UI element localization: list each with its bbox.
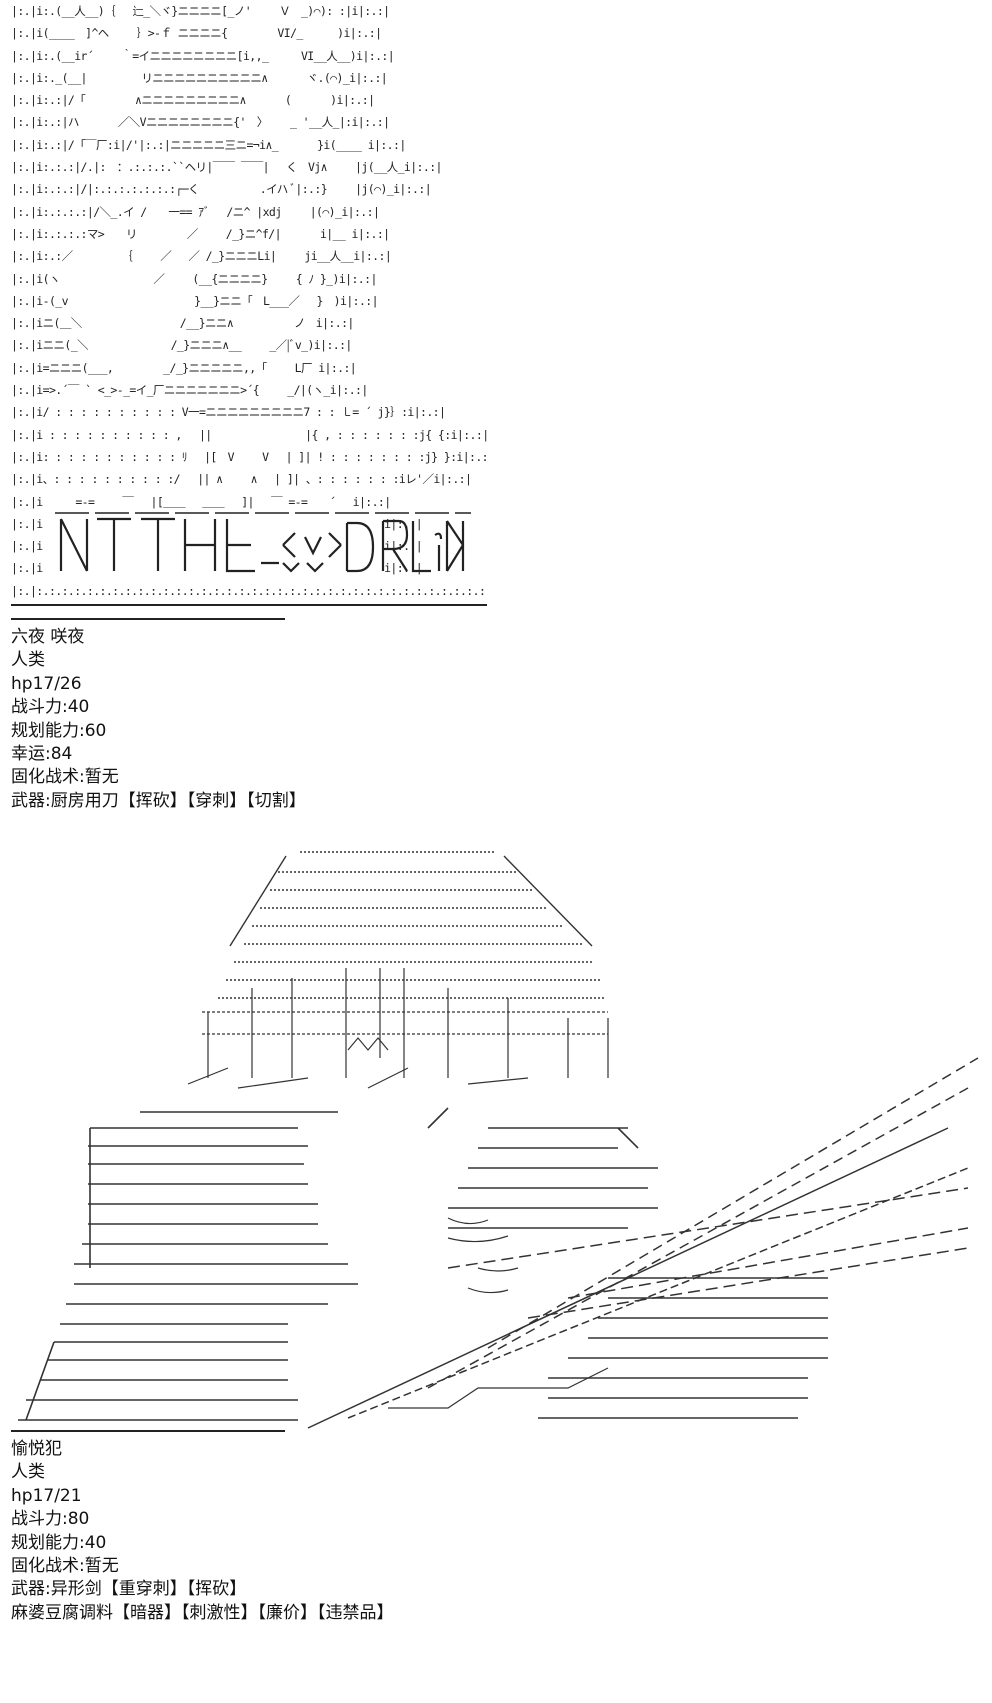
character-1-combat: 战斗力:40: [11, 697, 90, 718]
hair-strands: [187, 968, 609, 1089]
character-1-stats: 六夜 咲夜 人类 hp17/26 战斗力:40 规划能力:60 幸运:84 固化…: [11, 626, 306, 813]
body-stripes: [18, 1111, 358, 1421]
cloak-right: [427, 1107, 658, 1229]
character-1-name: 六夜 咲夜: [11, 627, 85, 647]
character-2-stats: 愉悦犯 人类 hp17/21 战斗力:80 规划能力:40 固化战术:暂无 武器…: [11, 1438, 394, 1625]
banner-letters: [59, 517, 465, 573]
character-1-weapon: 武器:厨房用刀【挥砍】【穿刺】【切割】: [11, 790, 306, 811]
section-divider-2: [11, 1430, 285, 1432]
character-1-race: 人类: [11, 650, 45, 671]
ascii-art-panel-2: [8, 828, 988, 1438]
blade-streaks: [307, 1057, 979, 1429]
ascii-art-2: [18, 851, 979, 1429]
character-2-item: 麻婆豆腐调料【暗器】【刺激性】【廉价】【违禁品】: [11, 1602, 394, 1623]
section-divider-1: [11, 618, 285, 620]
character-2-name: 愉悦犯: [11, 1439, 62, 1459]
character-2-race: 人类: [11, 1462, 45, 1483]
character-1-planning: 规划能力:60: [11, 720, 107, 741]
character-1-hp: hp17/26: [11, 673, 82, 694]
character-2-weapon: 武器:异形剑【重穿刺】【挥砍】: [11, 1579, 247, 1600]
ascii-art-panel-1: |:.|i:.(__人__)｛ 辷_＼ヾ}ニニニニ[_ノ' Ｖ _)⌒): :|…: [11, 0, 487, 606]
character-2-combat: 战斗力:80: [11, 1509, 90, 1530]
character-1-luck: 幸运:84: [11, 744, 73, 765]
character-2-tactics: 固化战术:暂无: [11, 1556, 119, 1577]
hand-shape: [388, 1217, 609, 1409]
roof-shape: [218, 851, 606, 999]
character-2-planning: 规划能力:40: [11, 1532, 107, 1553]
character-1-tactics: 固化战术:暂无: [11, 767, 119, 788]
ascii-art-1-baseline: [11, 604, 487, 606]
ascii-art-1: |:.|i:.(__人__)｛ 辷_＼ヾ}ニニニニ[_ノ' Ｖ _)⌒): :|…: [11, 4, 487, 598]
in-the-world-banner-art: [55, 512, 471, 573]
character-2-hp: hp17/21: [11, 1485, 82, 1506]
